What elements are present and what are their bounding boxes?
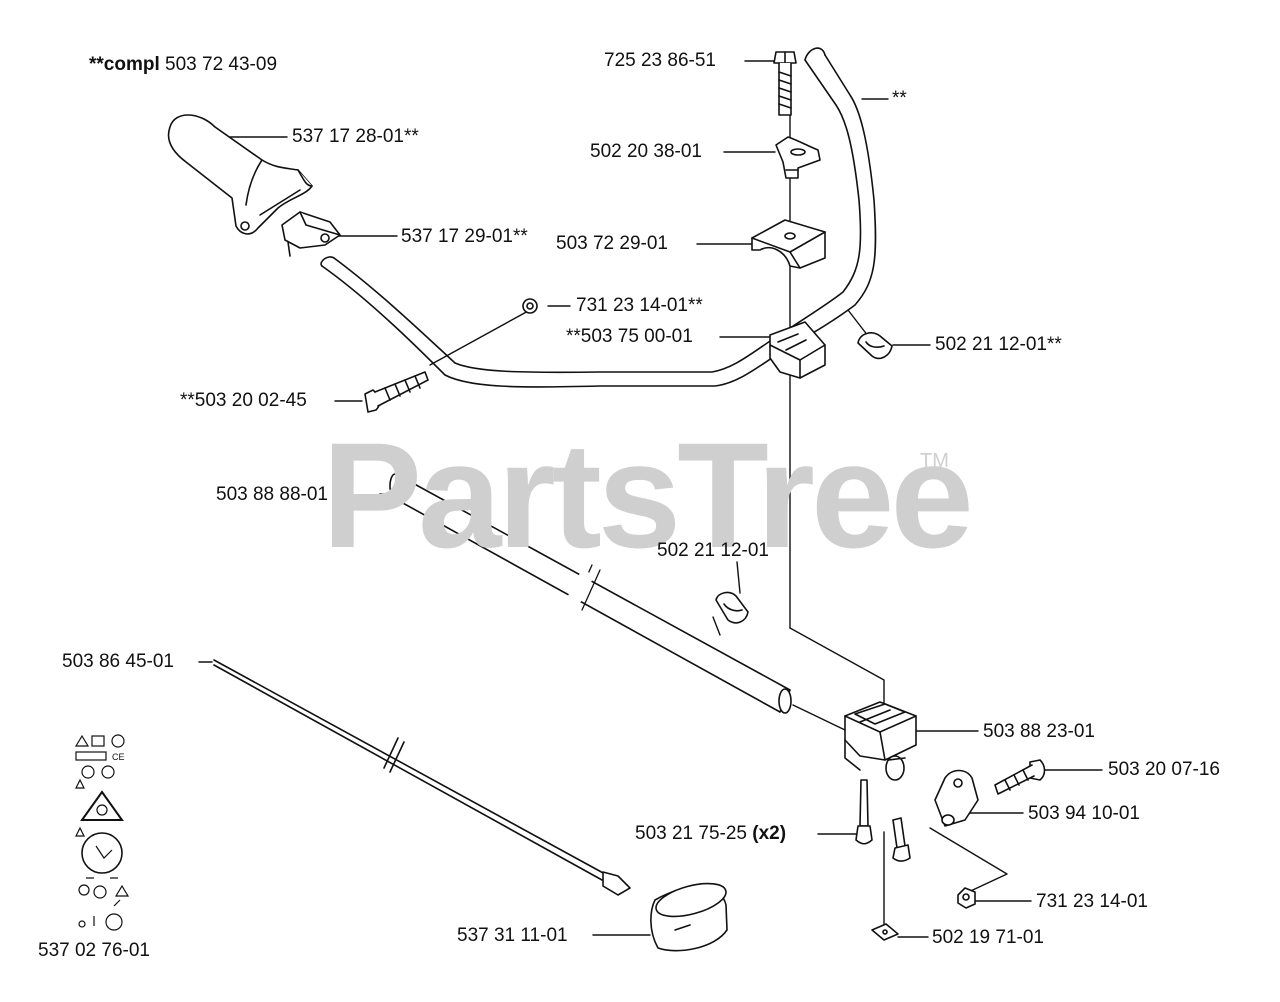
thrown-objects-icon xyxy=(81,832,123,874)
label-503-21-75-25-number: 503 21 75-25 xyxy=(635,823,747,844)
trademark-mark: TM xyxy=(920,450,949,472)
label-503-86-45-01: 503 86 45-01 xyxy=(62,651,174,672)
screw-right xyxy=(994,759,1046,795)
label-731-23-14-01: 731 23 14-01 xyxy=(1036,891,1148,912)
label-502-20-38-01: 502 20 38-01 xyxy=(590,141,702,162)
warning-triangle-icon xyxy=(74,734,90,747)
label-502-21-12-01-star: 502 21 12-01** xyxy=(935,334,1062,355)
assembly-header: **compl 503 72 43-09 xyxy=(89,54,277,76)
label-503-72-29-01: 503 72 29-01 xyxy=(556,233,668,254)
grip-handle xyxy=(167,114,313,235)
bearing-housing xyxy=(602,871,728,952)
label-731-23-14-01-star: 731 23 14-01** xyxy=(576,295,703,316)
label-quantity-x2: (x2) xyxy=(752,823,787,844)
drive-shaft xyxy=(213,659,606,881)
wing-knob xyxy=(775,136,821,179)
label-503-75-00-01: **503 75 00-01 xyxy=(566,326,693,347)
small-nut-top xyxy=(522,298,538,314)
label-502-19-71-01: 502 19 71-01 xyxy=(932,927,1044,948)
decal-sheet: CE xyxy=(74,734,130,931)
label-502-21-12-01: 502 21 12-01 xyxy=(657,540,769,561)
header-prefix: **compl xyxy=(89,54,160,75)
clamp-bracket xyxy=(934,769,979,827)
bottom-screws xyxy=(855,779,911,862)
label-503-21-75-25: 503 21 75-25 (x2) xyxy=(635,823,786,845)
label-537-31-11-01: 537 31 11-01 xyxy=(457,925,568,946)
label-double-star: ** xyxy=(892,88,907,109)
tube-clamp xyxy=(844,701,917,781)
shaft-tube xyxy=(389,473,792,714)
hazard-triangle-icon xyxy=(80,790,124,821)
label-503-20-02-45: **503 20 02-45 xyxy=(180,390,307,411)
label-537-17-28-01: 537 17 28-01** xyxy=(292,126,419,147)
label-503-88-23-01: 503 88 23-01 xyxy=(983,721,1095,742)
svg-text:CE: CE xyxy=(112,752,125,762)
leader-lines xyxy=(198,60,1103,938)
tube-clip-middle xyxy=(715,591,749,624)
screw-left xyxy=(364,371,429,413)
bolt-top xyxy=(773,51,797,116)
square-nut xyxy=(871,923,899,941)
watermark: PartsTree xyxy=(322,411,974,579)
small-nut-bottom xyxy=(957,887,976,909)
label-725-23-86-51: 725 23 86-51 xyxy=(604,50,716,71)
clamp-base xyxy=(769,321,826,379)
label-537-02-76-01: 537 02 76-01 xyxy=(38,940,150,961)
clamp-cap xyxy=(751,219,826,269)
label-503-94-10-01: 503 94 10-01 xyxy=(1028,803,1140,824)
header-part-number: 503 72 43-09 xyxy=(165,54,278,75)
label-503-20-07-16: 503 20 07-16 xyxy=(1108,759,1220,780)
handle-clamp xyxy=(281,211,341,257)
tube-clip-right xyxy=(857,332,893,360)
label-537-17-29-01: 537 17 29-01** xyxy=(401,226,528,247)
label-503-88-88-01: 503 88 88-01 xyxy=(216,484,328,505)
